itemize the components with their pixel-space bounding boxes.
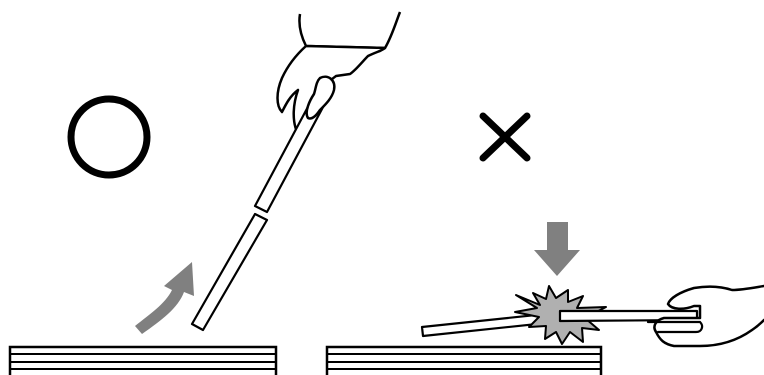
- tool-lower: [190, 212, 269, 332]
- sleeve: [298, 11, 402, 50]
- incorrect-panel: [325, 112, 764, 375]
- cross-mark-icon: [479, 112, 531, 162]
- fingers: [305, 75, 336, 120]
- correct-panel: [8, 11, 402, 375]
- base-block-right: [325, 345, 603, 375]
- circle-mark-icon: [67, 95, 151, 179]
- hand-right-finger: [646, 320, 704, 334]
- base-block-left: [8, 345, 278, 375]
- curved-arrow-up-icon: [135, 262, 194, 334]
- down-arrow-icon: [534, 222, 580, 276]
